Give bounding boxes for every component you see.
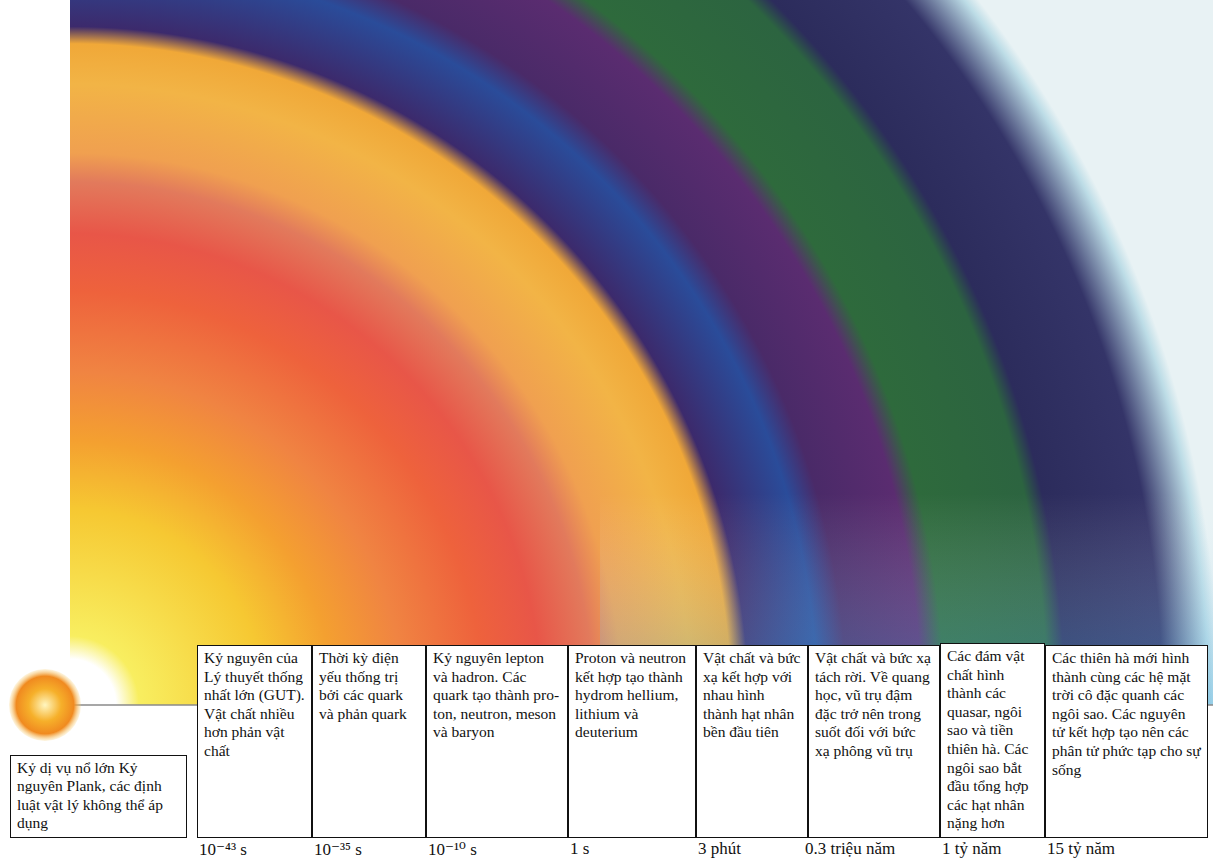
era-box-start: Kỷ dị vụ nổ lớn Kỷ nguyên Plank, các địn… xyxy=(10,755,187,838)
time-label: 15 tỷ năm xyxy=(1047,839,1115,859)
era-box: Các đám vật chất hình thành các quasar, … xyxy=(940,643,1045,838)
era-text: Các thiên hà mới hình thành cùng các hệ … xyxy=(1052,649,1202,779)
era-text: Vật chất và bức xạ tách rời. Về quang họ… xyxy=(815,649,934,761)
era-text: Thời kỳ điện yếu thống trị bởi các quark… xyxy=(319,649,420,723)
era-text: Vật chất và bức xạ kết hợp với nhau hình… xyxy=(703,649,802,742)
era-box: Vật chất và bức xạ kết hợp với nhau hình… xyxy=(696,645,808,838)
era-text: Proton và neutron kết hợp tạo thành hydr… xyxy=(575,649,690,742)
time-label: 10⁻¹⁰ s xyxy=(428,839,477,859)
era-box: Vật chất và bức xạ tách rời. Về quang họ… xyxy=(808,645,940,838)
time-label: 1 tỷ năm xyxy=(942,839,1002,859)
era-box: Proton và neutron kết hợp tạo thành hydr… xyxy=(568,645,696,838)
time-label: 0.3 triệu năm xyxy=(805,839,895,859)
era-box: Kỷ nguyên lepton và hadron. Các quark tạ… xyxy=(426,645,568,838)
era-text: Các đám vật chất hình thành các quasar, … xyxy=(947,647,1039,833)
big-bang-point xyxy=(9,669,81,741)
era-text: Kỷ dị vụ nổ lớn Kỷ nguyên Plank, các địn… xyxy=(17,759,181,833)
era-box: Kỷ nguyên của Lý thuyết thống nhất lớn (… xyxy=(197,645,312,838)
era-text: Kỷ nguyên lepton và hadron. Các quark tạ… xyxy=(433,649,562,742)
time-label: 3 phút xyxy=(698,839,741,859)
time-label: 10⁻⁴³ s xyxy=(199,839,247,859)
time-label: 10⁻³⁵ s xyxy=(314,839,362,859)
era-box: Thời kỳ điện yếu thống trị bởi các quark… xyxy=(312,645,426,838)
time-label: 1 s xyxy=(570,839,589,859)
expansion-arcs xyxy=(70,0,1213,705)
era-box: Các thiên hà mới hình thành cùng các hệ … xyxy=(1045,645,1208,838)
era-text: Kỷ nguyên của Lý thuyết thống nhất lớn (… xyxy=(204,649,306,761)
